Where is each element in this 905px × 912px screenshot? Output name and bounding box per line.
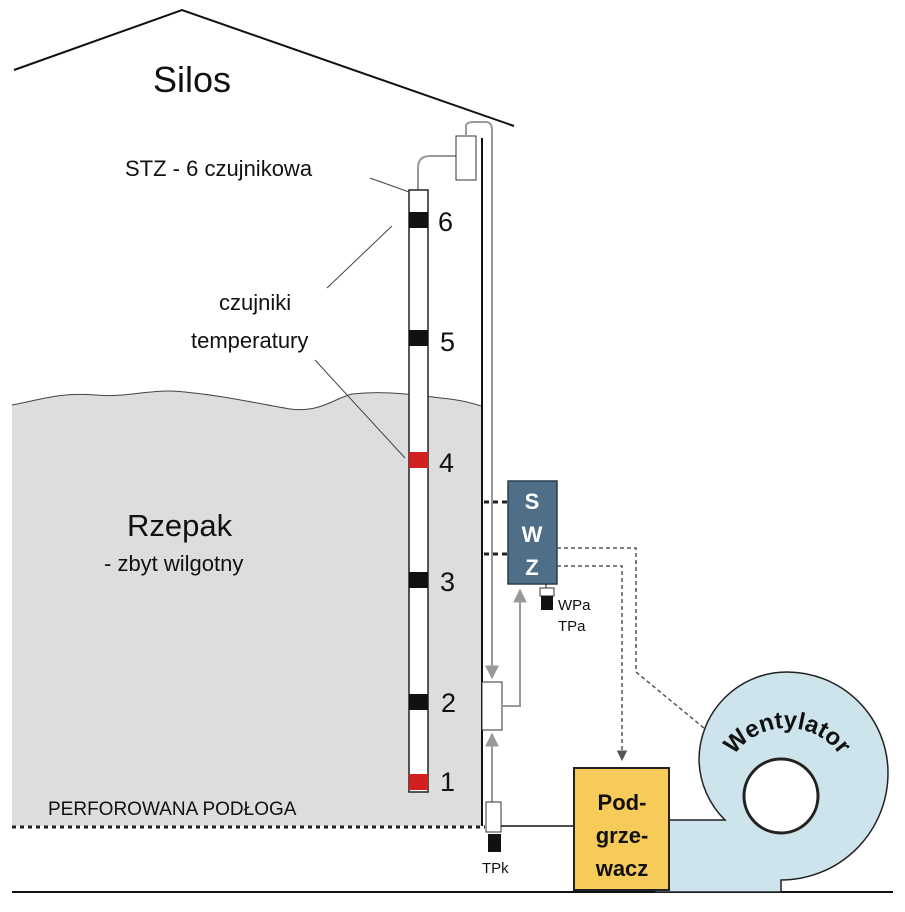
sensor-number-6: 6 [438,207,453,237]
sensor-number-3: 3 [440,567,455,597]
sensor-4 [409,452,428,468]
fan-inlet [742,757,820,835]
probe-cable [417,155,456,190]
duct-sensor-box-middle [481,681,503,731]
controller-letter-w: W [522,522,543,547]
sensors-leader-bottom [314,359,406,459]
silo-title: Silos [153,59,231,100]
sensor-number-5: 5 [440,327,455,357]
silo-roof [13,8,515,127]
sensors-leader-top [326,225,393,289]
sensors-label-line2: temperatury [191,328,308,353]
sensor-3 [409,572,428,588]
signal-to-controller [502,588,527,707]
control-line-to-fan [557,547,717,739]
controller-letter-s: S [525,489,540,514]
probe-label-leader [369,177,410,193]
grain-mass [12,391,481,826]
sensor-6 [409,212,428,228]
floor-label: PERFOROWANA PODŁOGA [48,799,297,820]
junction-box [455,135,477,181]
ambient-sensor-label-1: WPa [558,597,591,614]
controller-swz [507,480,558,585]
grain-surface [11,390,482,411]
sensor-1 [409,774,428,790]
tpk-label: TPk [482,860,509,877]
sensor-number-2: 2 [441,688,456,718]
ambient-sensor [541,596,553,610]
sensors-label-line1: czujniki [219,290,291,315]
tpk-sensor [488,834,501,852]
heater-label-1: Pod- [598,790,647,815]
grain-title: Rzepak [127,508,233,543]
control-line-to-heater [557,565,628,762]
heater-label-2: grze- [596,823,649,848]
ambient-sensor-housing [539,587,555,597]
sensor-5 [409,330,428,346]
sensor-number-4: 4 [439,448,454,478]
sensor-number-1: 1 [440,767,455,797]
sensor-2 [409,694,428,710]
heater [573,767,670,891]
signal-cable-down [465,121,499,680]
duct-sensor-box-bottom [485,801,502,833]
probe-label: STZ - 6 czujnikowa [125,156,313,181]
grain-subtitle: - zbyt wilgotny [104,551,243,576]
controller-letter-z: Z [525,555,538,580]
ambient-sensor-label-2: TPa [558,618,586,635]
heater-label-3: wacz [595,856,649,881]
